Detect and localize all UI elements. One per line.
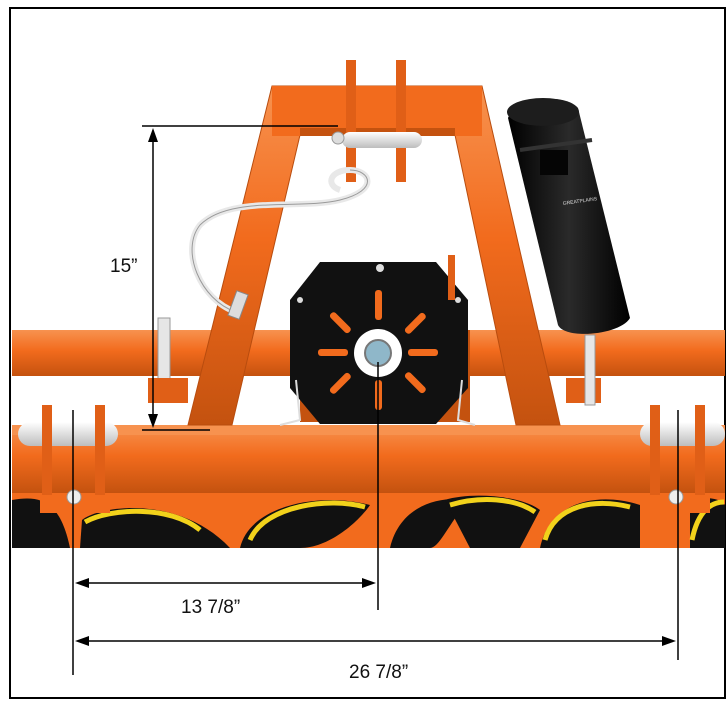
toolbar-highlight [12, 425, 725, 435]
width-dimensions [72, 362, 679, 675]
cylinder-brand-text: GREATPLAINS [562, 196, 598, 207]
top-hitch-pin [331, 60, 422, 182]
hydraulic-cylinder: GREATPLAINS [507, 98, 630, 334]
gearbox-plate [279, 255, 476, 426]
height-dimension-label: 15” [110, 256, 138, 277]
lower-toolbar [12, 425, 725, 493]
half-width-dimension-label: 13 7/8” [181, 597, 241, 618]
right-end-pin [640, 405, 725, 505]
height-dimension [142, 125, 338, 431]
tine-band [12, 485, 725, 548]
full-width-dimension-label: 26 7/8” [349, 662, 409, 683]
left-end-pin [18, 405, 118, 505]
